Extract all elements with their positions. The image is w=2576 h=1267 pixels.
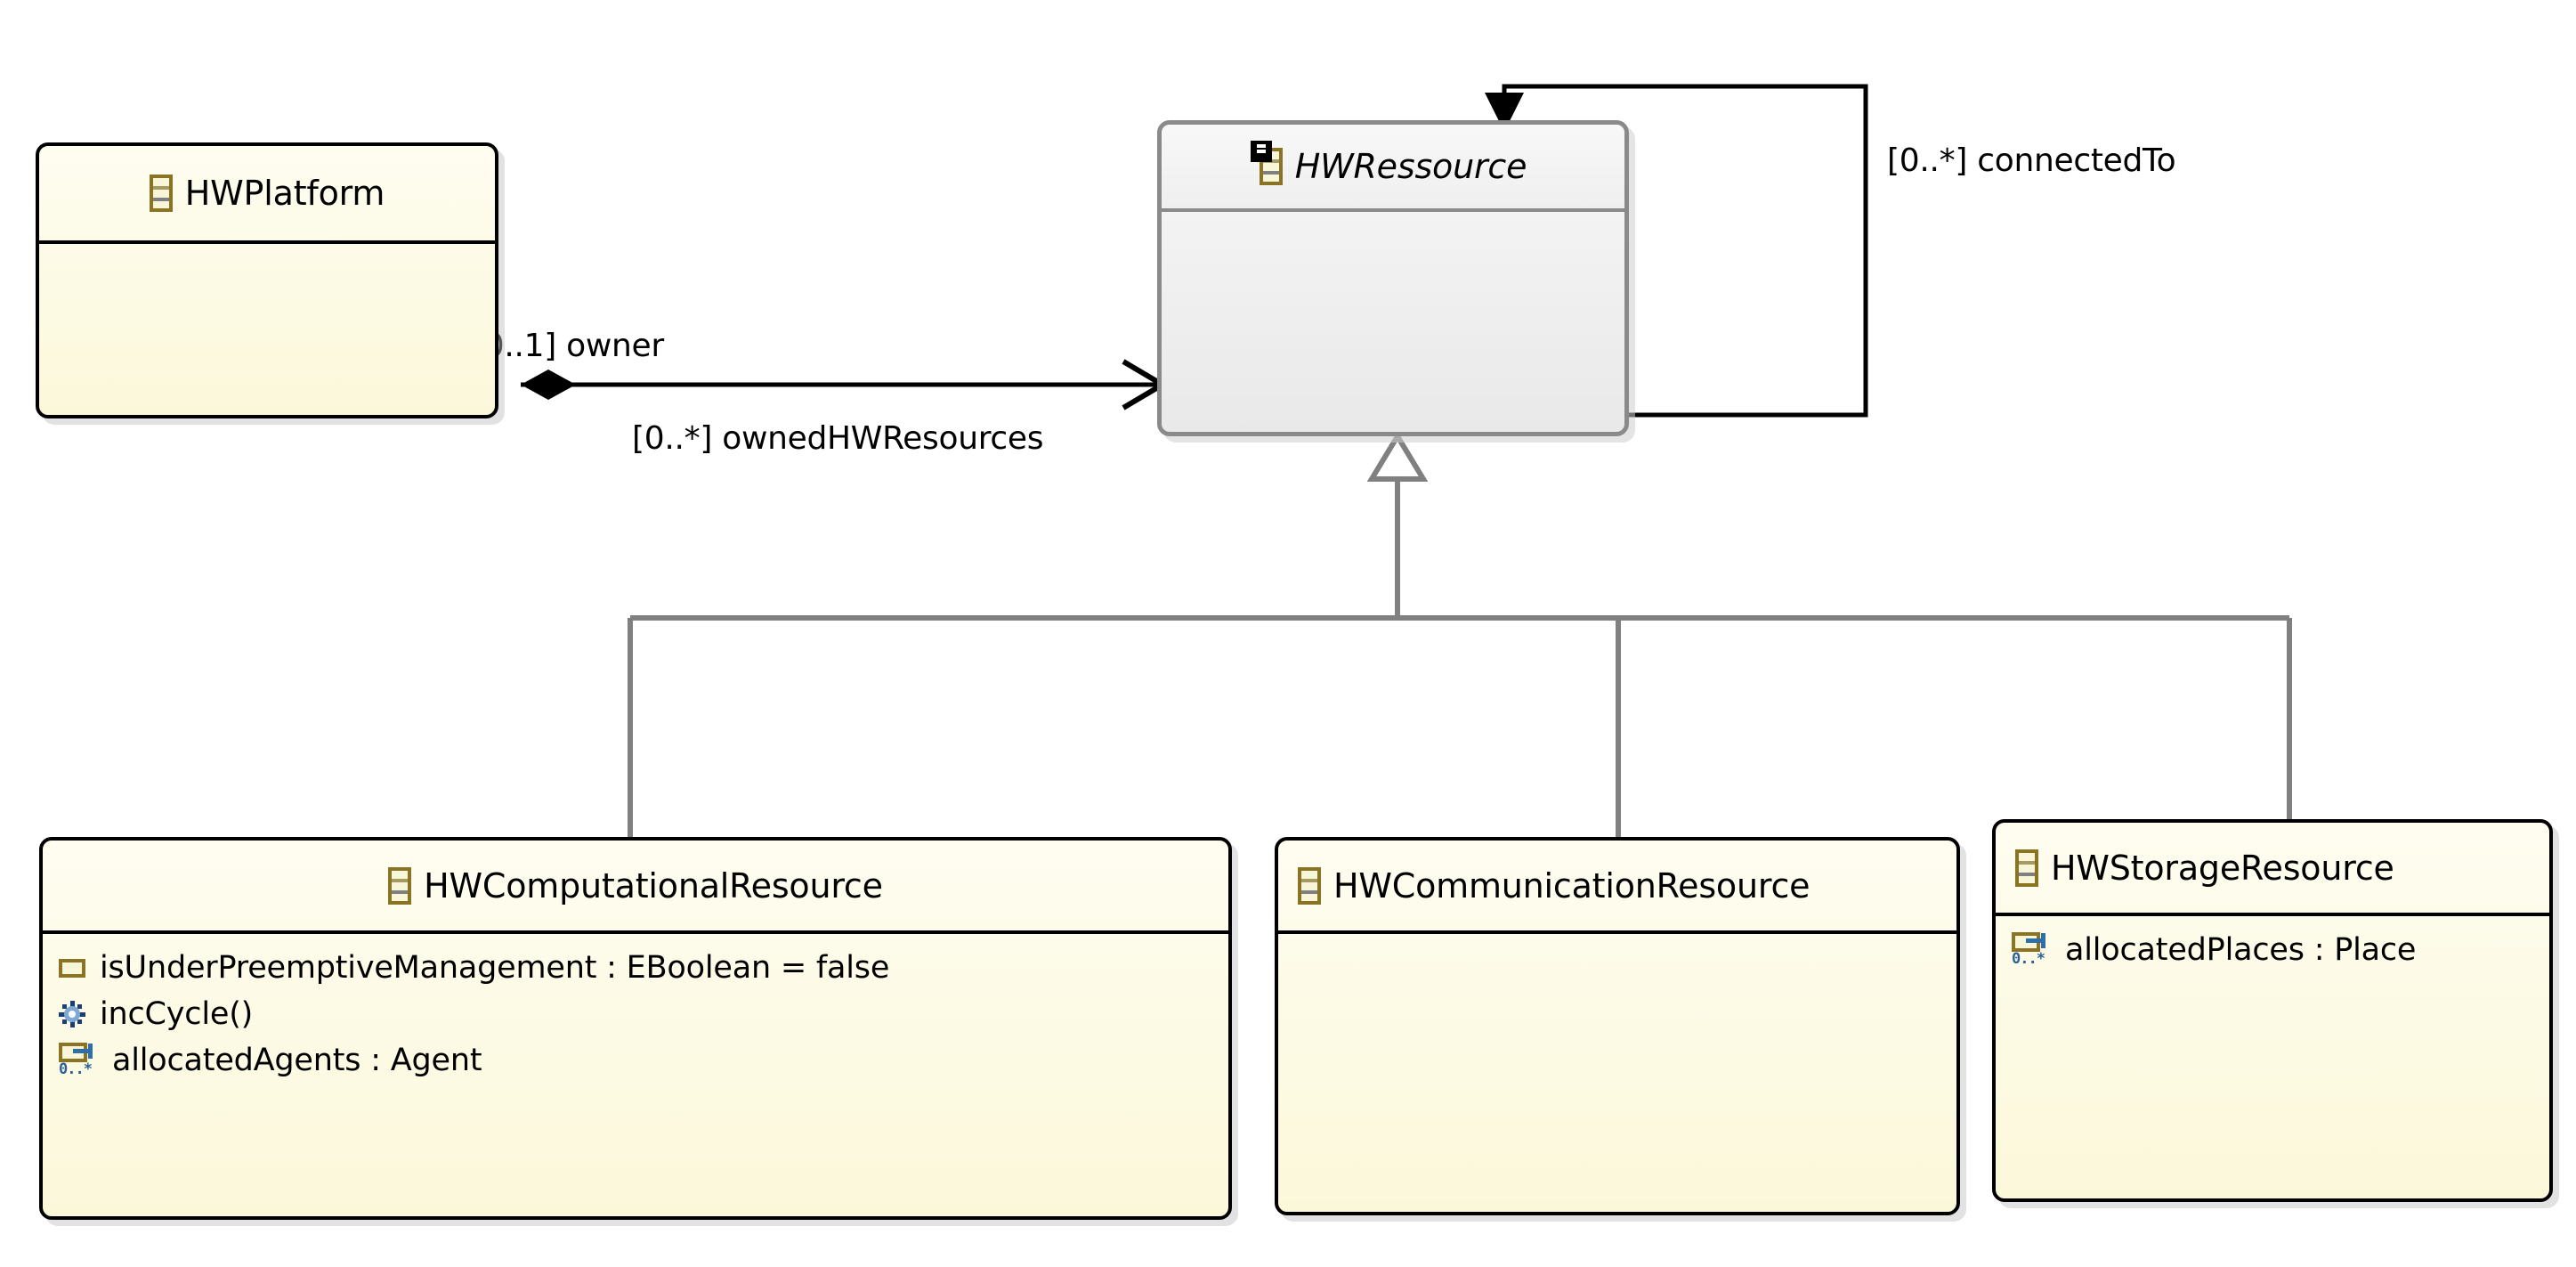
- reference-multiplicity: 0..*: [59, 1060, 93, 1078]
- edge-owner-association: [521, 359, 1168, 410]
- operation-icon: [59, 1001, 85, 1027]
- class-header-hwcommunicationresource: HWCommunicationResource: [1278, 841, 1956, 934]
- ecore-class-icon: [2015, 849, 2038, 887]
- class-body-hwstorageresource: 0..* allocatedPlaces : Place: [1996, 916, 2549, 973]
- class-member-reference[interactable]: 0..* allocatedPlaces : Place: [1996, 927, 2549, 973]
- class-member-reference[interactable]: 0..* allocatedAgents : Agent: [43, 1037, 1228, 1084]
- reference-icon: 0..*: [59, 1041, 98, 1080]
- class-header-hwressource: HWRessource: [1162, 125, 1624, 212]
- ecore-class-icon: [149, 175, 173, 212]
- class-node-hwcomputationalresource[interactable]: HWComputationalResource isUnderPreemptiv…: [39, 837, 1232, 1220]
- class-body-hwcomputationalresource: isUnderPreemptiveManagement : EBoolean =…: [43, 934, 1228, 1084]
- class-member-label: isUnderPreemptiveManagement : EBoolean =…: [100, 950, 890, 986]
- class-body-hwplatform: [39, 244, 495, 255]
- ecore-class-icon: [1298, 866, 1321, 905]
- class-header-hwcomputationalresource: HWComputationalResource: [43, 841, 1228, 934]
- abstract-badge-icon: [1250, 141, 1272, 162]
- class-member-label: allocatedAgents : Agent: [112, 1043, 482, 1078]
- class-body-hwressource: [1162, 212, 1624, 223]
- class-title-hwcommunicationresource: HWCommunicationResource: [1333, 865, 1810, 906]
- class-node-hwcommunicationresource[interactable]: HWCommunicationResource: [1275, 837, 1960, 1215]
- class-member-label: incCycle(): [100, 996, 254, 1032]
- class-member-label: allocatedPlaces : Place: [2065, 932, 2417, 968]
- ecore-abstract-class-icon: [1250, 141, 1283, 185]
- ecore-class-icon: [388, 866, 412, 905]
- reference-icon: 0..*: [2012, 930, 2051, 970]
- edge-label-owner: [0..1] owner: [472, 328, 664, 364]
- class-title-hwressource: HWRessource: [1294, 147, 1527, 186]
- edge-generalization-tree: [628, 431, 2292, 837]
- reference-multiplicity: 0..*: [2012, 950, 2045, 968]
- class-node-hwstorageresource[interactable]: HWStorageResource 0..* allocatedPlaces :…: [1992, 819, 2553, 1202]
- class-header-hwstorageresource: HWStorageResource: [1996, 823, 2549, 916]
- class-member-attribute[interactable]: isUnderPreemptiveManagement : EBoolean =…: [43, 945, 1228, 991]
- attribute-icon: [59, 958, 85, 978]
- edge-label-connected-to: [0..*] connectedTo: [1887, 142, 2176, 179]
- class-member-operation[interactable]: incCycle(): [43, 991, 1228, 1037]
- class-node-hwplatform[interactable]: HWPlatform: [36, 142, 498, 418]
- class-header-hwplatform: HWPlatform: [39, 146, 495, 244]
- edge-label-owned-hw-resources: [0..*] ownedHWResources: [632, 420, 1044, 457]
- class-title-hwstorageresource: HWStorageResource: [2051, 848, 2394, 888]
- class-title-hwplatform: HWPlatform: [184, 174, 385, 213]
- class-title-hwcomputationalresource: HWComputationalResource: [424, 865, 883, 906]
- class-node-hwressource[interactable]: HWRessource: [1157, 120, 1629, 436]
- class-body-hwcommunicationresource: [1278, 934, 1956, 945]
